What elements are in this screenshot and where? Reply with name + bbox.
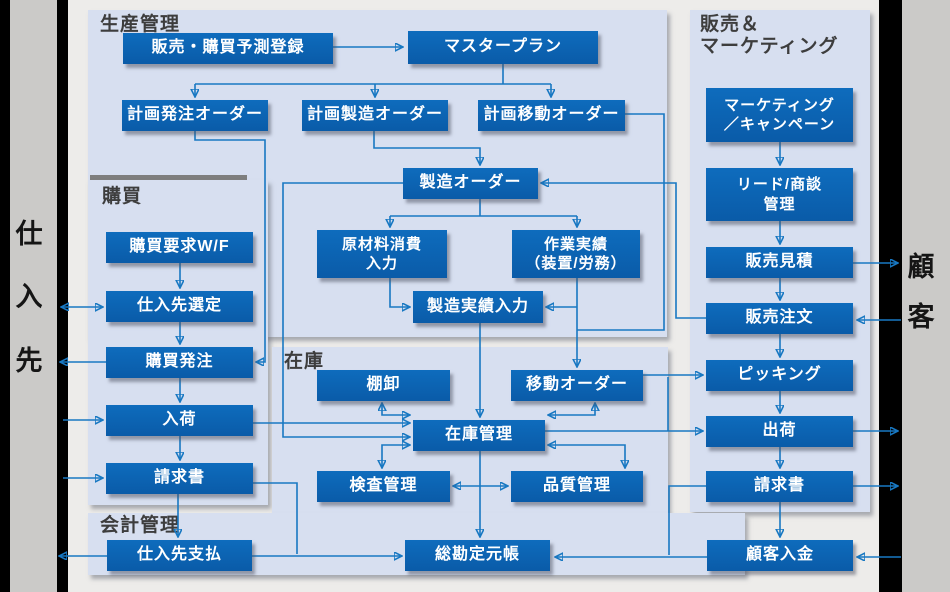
supplier-label: 仕 入 先 [15, 219, 43, 376]
accounting-panel-title: 会計管理 [100, 515, 181, 536]
node-customer-receipt: 顧客入金 [707, 540, 853, 571]
node-material-consumption: 原材料消費 入力 [317, 230, 447, 278]
left-inner-black-bar [57, 0, 68, 592]
customer-strip [902, 0, 950, 592]
supplier-strip [10, 0, 57, 592]
node-general-ledger: 総勘定元帳 [405, 540, 550, 571]
node-work-results: 作業実績 （装置/労務） [512, 230, 640, 278]
node-lead-management: リード/商談 管理 [706, 168, 853, 221]
purchasing-panel-title: 購買 [102, 186, 143, 207]
left-outer-black-bar [0, 0, 10, 592]
node-quality-management: 品質管理 [511, 471, 643, 502]
node-shipping: 出荷 [706, 416, 853, 447]
right-black-bar [879, 0, 902, 592]
node-planned-production-order: 計画製造オーダー [302, 100, 448, 131]
node-pr-workflow: 購買要求W/F [106, 232, 253, 263]
node-planned-move-order: 計画移動オーダー [478, 100, 625, 131]
node-marketing-campaign: マーケティング ／キャンペーン [706, 88, 853, 142]
node-stocktaking: 棚卸 [317, 370, 450, 401]
node-purchase-invoice: 請求書 [106, 463, 253, 494]
node-inventory-management: 在庫管理 [413, 420, 545, 451]
node-master-plan: マスタープラン [408, 31, 598, 64]
node-sales-invoice: 請求書 [706, 471, 853, 502]
purchasing-panel-top-bar [90, 175, 247, 180]
node-production-results: 製造実績入力 [413, 291, 543, 323]
panel-purchasing [88, 180, 268, 505]
node-sales-order: 販売注文 [706, 303, 853, 334]
node-forecast: 販売・購買予測登録 [123, 33, 333, 64]
sales-panel-title: 販売＆ マーケティング [700, 14, 839, 57]
node-picking: ピッキング [706, 360, 853, 391]
node-inspection-management: 検査管理 [317, 471, 450, 502]
node-supplier-selection: 仕入先選定 [106, 291, 253, 322]
node-planned-purchase-order: 計画発注オーダー [122, 100, 268, 131]
node-receiving: 入荷 [106, 405, 253, 436]
node-move-order: 移動オーダー [511, 370, 643, 401]
node-purchase-order: 購買発注 [106, 347, 253, 378]
node-production-order: 製造オーダー [403, 168, 538, 199]
customer-label: 顧 客 [907, 252, 935, 332]
node-supplier-payment: 仕入先支払 [107, 540, 252, 571]
node-sales-quote: 販売見積 [706, 247, 853, 278]
production-panel-title: 生産管理 [100, 14, 181, 35]
